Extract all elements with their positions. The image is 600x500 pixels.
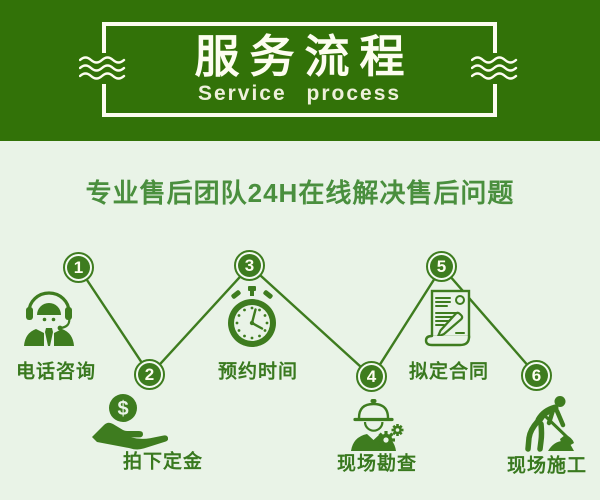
headline: 专业售后团队24H在线解决售后问题 (85, 178, 515, 208)
step-6-badge: 6 (521, 360, 552, 391)
step-5-label: 拟定合同 (408, 361, 490, 383)
step-5-badge: 5 (426, 251, 457, 282)
page-title: 服务流程 (194, 30, 415, 82)
wave-decoration-right-icon (471, 56, 518, 80)
step-4-label: 现场勘查 (336, 453, 418, 475)
page-subtitle: Service process (197, 82, 402, 106)
digging-worker-icon (525, 396, 574, 452)
step-6-label: 现场施工 (506, 455, 588, 477)
step-3-badge: 3 (234, 250, 265, 281)
step-2-badge: 2 (134, 359, 165, 390)
dollar-sign: $ (117, 398, 128, 420)
step-2-label: 拍下定金 (122, 451, 204, 473)
step-1-badge: 1 (63, 252, 94, 283)
hardhat-gears-icon (351, 399, 404, 451)
stopwatch-icon (228, 286, 276, 347)
coin-in-hand-icon: $ (92, 394, 168, 450)
step-4-badge: 4 (356, 361, 387, 392)
step-1-label: 电话咨询 (15, 361, 97, 383)
step-3-label: 预约时间 (217, 361, 299, 383)
wave-decoration-left-icon (79, 56, 126, 80)
banner: 服务流程 Service process (0, 0, 600, 141)
contract-pen-icon (424, 289, 471, 347)
title-box: 服务流程 Service process (102, 22, 497, 117)
headset-agent-icon (24, 291, 74, 346)
